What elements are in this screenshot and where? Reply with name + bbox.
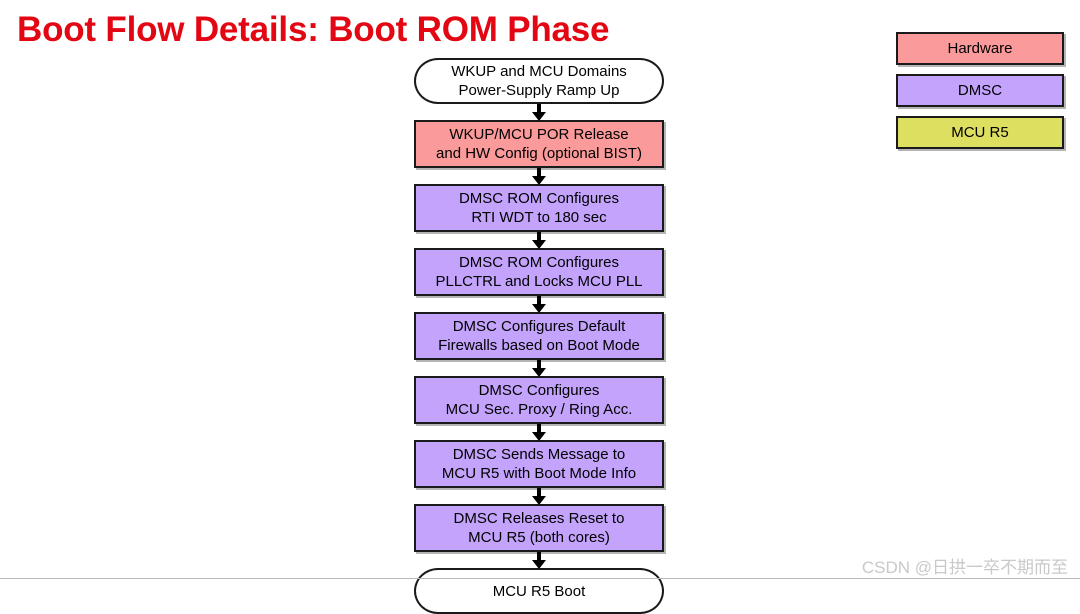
arrow-head-icon xyxy=(532,176,546,185)
arrow-head-icon xyxy=(532,240,546,249)
flow-node: DMSC Releases Reset to MCU R5 (both cores… xyxy=(414,504,664,552)
watermark-text: CSDN @日拱一卒不期而至 xyxy=(861,558,1068,577)
flow-node: DMSC Sends Message to MCU R5 with Boot Mo… xyxy=(414,440,664,488)
arrow-head-icon xyxy=(532,560,546,569)
flow-arrow xyxy=(414,168,664,185)
flow-node-label: MCU Sec. Proxy / Ring Acc. xyxy=(445,401,633,418)
flow-node-label: DMSC ROM Configures xyxy=(458,254,620,271)
flow-node-label: DMSC Releases Reset to xyxy=(453,510,625,527)
arrow-shaft xyxy=(537,424,541,433)
page-title: Boot Flow Details: Boot ROM Phase xyxy=(17,10,610,49)
arrow-shaft xyxy=(537,552,541,561)
legend-item-hardware: Hardware xyxy=(896,32,1064,65)
flow-node-label: DMSC ROM Configures xyxy=(458,190,620,207)
arrow-head-icon xyxy=(532,304,546,313)
arrow-head-icon xyxy=(532,368,546,377)
arrow-shaft xyxy=(537,488,541,497)
flow-node-label: DMSC Configures Default xyxy=(452,318,626,335)
legend-item-mcu-r5: MCU R5 xyxy=(896,116,1064,149)
flow-node-label: DMSC Configures xyxy=(478,382,600,399)
flow-arrow xyxy=(414,232,664,249)
arrow-shaft xyxy=(537,232,541,241)
flow-node-label: WKUP/MCU POR Release xyxy=(449,126,629,143)
legend-item-label: MCU R5 xyxy=(951,124,1009,141)
flow-node-label: Firewalls based on Boot Mode xyxy=(438,337,640,354)
flow-arrow xyxy=(414,296,664,313)
flow-node-label: MCU R5 with Boot Mode Info xyxy=(441,465,637,482)
watermark-rule xyxy=(0,578,1080,579)
flow-node: WKUP/MCU POR Release and HW Config (optio… xyxy=(414,120,664,168)
flow-node-label: WKUP and MCU Domains xyxy=(451,63,627,80)
legend-item-label: Hardware xyxy=(947,40,1013,57)
flow-node-label: MCU R5 Boot xyxy=(492,582,586,600)
flow-arrow xyxy=(414,488,664,505)
arrow-shaft xyxy=(537,168,541,177)
arrow-shaft xyxy=(537,360,541,369)
legend-item-dmsc: DMSC xyxy=(896,74,1064,107)
legend-item-label: DMSC xyxy=(957,82,1003,99)
flow-node: MCU R5 Boot xyxy=(414,568,664,614)
flow-arrow xyxy=(414,424,664,441)
arrow-shaft xyxy=(537,104,541,113)
flow-arrow xyxy=(414,552,664,569)
flow-node-label: DMSC Sends Message to xyxy=(452,446,626,463)
flow-arrow xyxy=(414,360,664,377)
arrow-head-icon xyxy=(532,496,546,505)
flow-node-label: RTI WDT to 180 sec xyxy=(471,209,607,226)
flow-node-label: PLLCTRL and Locks MCU PLL xyxy=(435,273,643,290)
flow-node-label: Power-Supply Ramp Up xyxy=(458,82,620,99)
flow-node-label: and HW Config (optional BIST) xyxy=(436,145,642,162)
flow-node-label: MCU R5 (both cores) xyxy=(468,529,610,546)
arrow-head-icon xyxy=(532,432,546,441)
flow-arrow xyxy=(414,104,664,121)
arrow-shaft xyxy=(537,296,541,305)
arrow-head-icon xyxy=(532,112,546,121)
